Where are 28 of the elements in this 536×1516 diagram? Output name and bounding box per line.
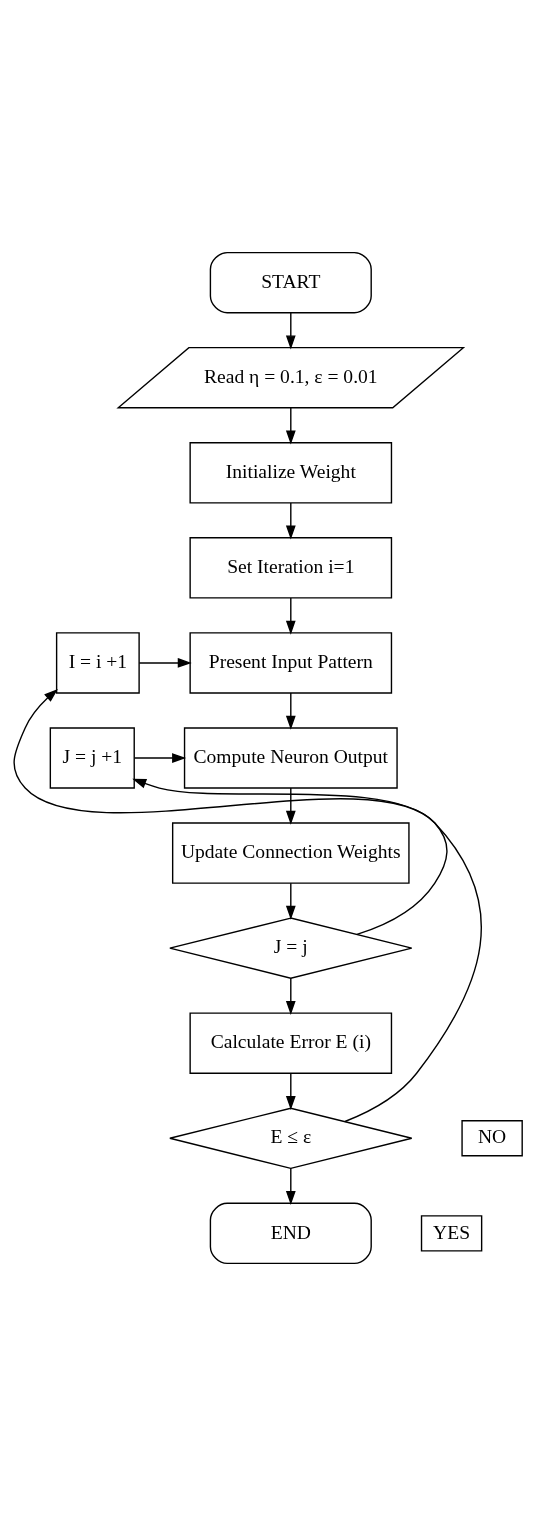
arrow: [133, 753, 187, 763]
node-box: I = i +1: [55, 632, 140, 694]
node-box: Update Connection Weights: [171, 822, 410, 884]
node-diamond: E ≤ ε: [169, 1107, 413, 1170]
node-box: Initialize Weight: [189, 442, 393, 504]
node-box: Compute Neuron Output: [183, 727, 398, 789]
node-box: Set Iteration i=1: [189, 537, 393, 599]
arrow: [285, 502, 296, 540]
node-box: J = j +1: [49, 727, 135, 789]
node-box: YES: [420, 1215, 483, 1252]
arrow: [285, 787, 296, 825]
node-box: END: [209, 1202, 372, 1265]
arrow: [13, 688, 483, 1123]
node-box: Present Input Pattern: [189, 632, 393, 694]
arrow: [285, 1072, 296, 1110]
node-box: START: [209, 251, 372, 314]
arrow: [285, 977, 296, 1015]
arrow: [285, 692, 296, 730]
arrow: [285, 312, 296, 350]
arrow: [285, 1167, 296, 1206]
arrow: [285, 407, 296, 445]
node-box: NO: [461, 1120, 523, 1157]
arrow: [138, 658, 192, 668]
arrow: [285, 597, 296, 635]
node-box: Calculate Error E (i): [189, 1012, 393, 1074]
arrow: [285, 882, 296, 920]
arrow: [132, 778, 448, 936]
node-diamond: J = j: [169, 917, 413, 979]
